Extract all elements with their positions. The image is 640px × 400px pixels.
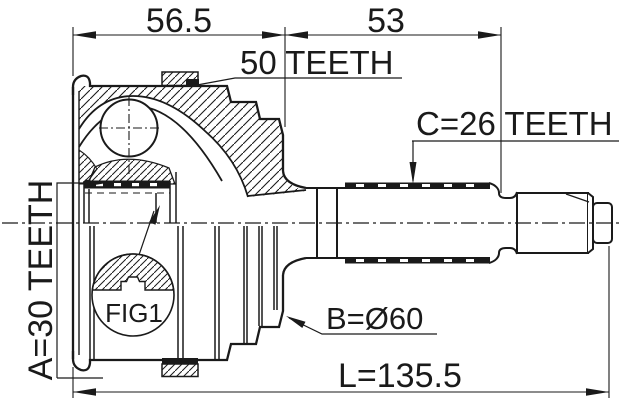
shaft-groove xyxy=(488,182,518,264)
fig1-detail: FIG1 xyxy=(91,205,175,337)
bell-housing-outline xyxy=(71,74,307,372)
inner-race-section-hatch xyxy=(87,158,176,185)
hub-teeth-label: A=30 TEETH xyxy=(22,180,60,381)
label-50-teeth: 50 TEETH xyxy=(196,44,402,86)
shaft-teeth-label: C=26 TEETH xyxy=(416,105,613,142)
label-a30-teeth: A=30 TEETH xyxy=(22,179,107,381)
arrow-53-left xyxy=(285,31,308,39)
label-c26-teeth: C=26 TEETH xyxy=(409,105,619,184)
shaft-teeth-arrow xyxy=(409,162,417,184)
hub-teeth-bracket xyxy=(56,182,103,379)
ring-teeth-label: 50 TEETH xyxy=(240,44,393,81)
dim-length: L=135.5 xyxy=(338,357,462,395)
arrow-53-right xyxy=(478,31,501,39)
dim-53: 53 xyxy=(367,2,405,40)
fig1-leader-arrow xyxy=(149,205,160,225)
ring-teeth-leader xyxy=(196,77,402,86)
hub-teeth-arrow xyxy=(85,179,107,187)
dimension-overall-length: L=135.5 xyxy=(73,357,609,396)
dimension-top: 56.5 53 xyxy=(73,2,501,40)
ball-center-marks xyxy=(99,97,161,176)
bottom-clamp-ring xyxy=(161,358,199,378)
arrow-56-right xyxy=(262,31,285,39)
shaft-spline-bands xyxy=(345,182,493,264)
fig1-label: FIG1 xyxy=(105,298,163,328)
top-clamp-ring xyxy=(161,71,199,87)
arrow-56-left xyxy=(73,31,96,39)
outer-race-section-hatch xyxy=(79,86,306,197)
bell-diameter-arrow xyxy=(286,316,306,328)
thread-runout-line xyxy=(565,193,590,203)
arrow-length-left xyxy=(73,388,96,396)
arrow-length-right xyxy=(586,388,609,396)
dim-56-5: 56.5 xyxy=(146,2,212,40)
label-b-diameter: B=Ø60 xyxy=(286,301,437,336)
bell-diameter-label: B=Ø60 xyxy=(326,301,423,336)
hub-spline-band xyxy=(84,180,170,194)
fig1-leader-line xyxy=(138,210,155,256)
fig1-spline-tooth-profile xyxy=(91,253,175,291)
